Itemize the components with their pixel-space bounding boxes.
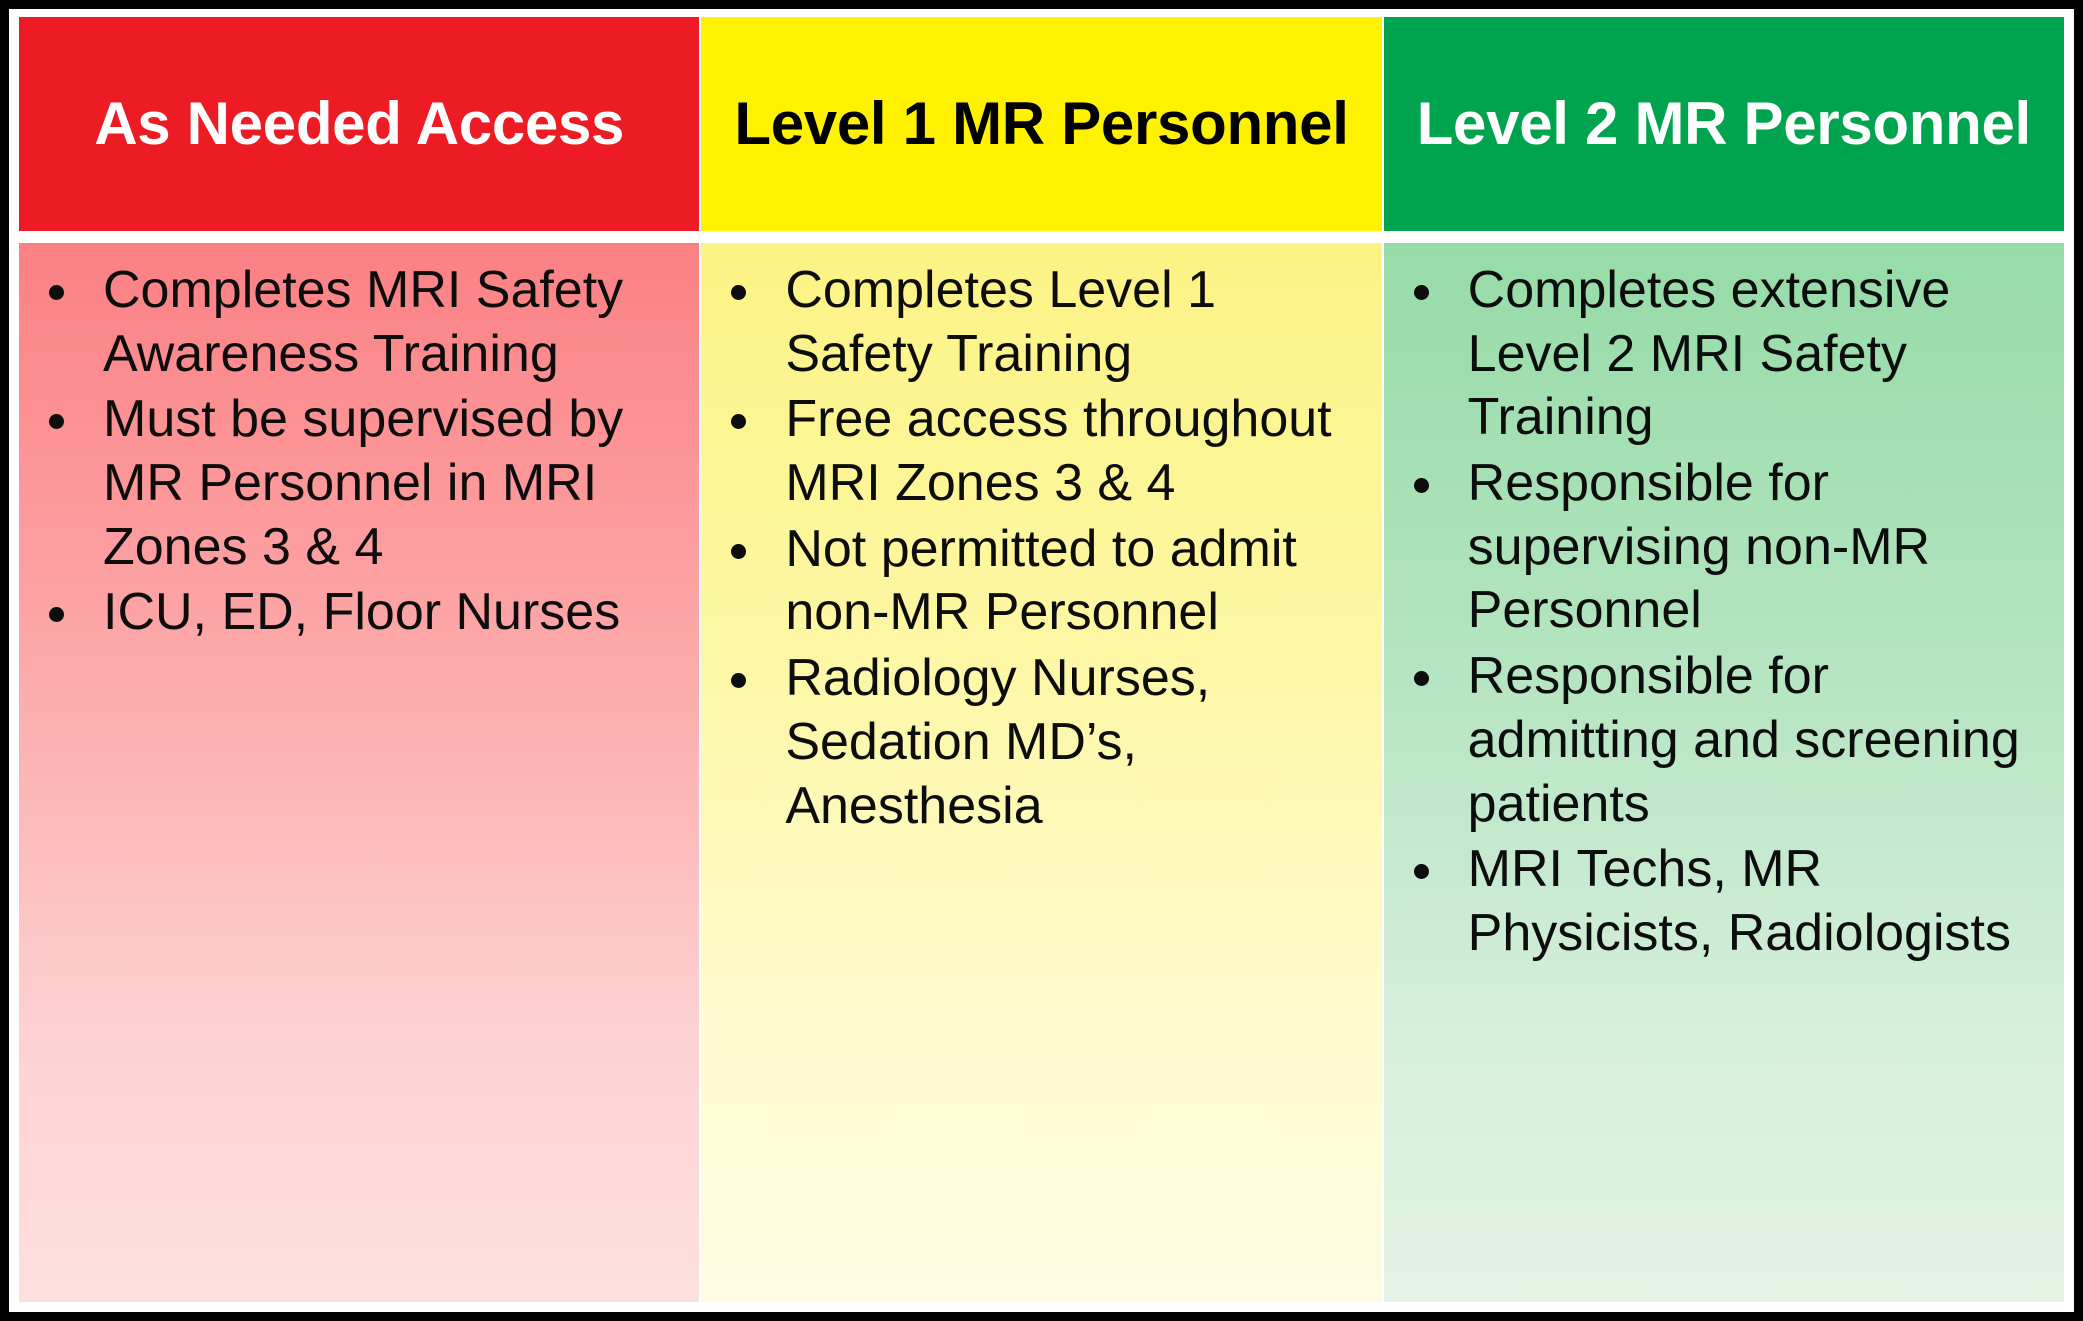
list-item-text: Responsible for admitting and screening … (1467, 647, 2020, 833)
column-body-as-needed-access: Completes MRI Safety Awareness Training … (19, 243, 700, 1302)
bullet-dot-icon (49, 414, 64, 430)
header-body-divider (19, 231, 2064, 243)
list-item-text: Completes MRI Safety Awareness Training (103, 261, 624, 383)
bullet-dot-icon (1413, 478, 1429, 494)
list-item-text: Free access throughout MRI Zones 3 & 4 (785, 390, 1332, 513)
list-item-text: MRI Techs, MR Physicists, Radiologists (1467, 840, 2011, 962)
list-item: Completes Level 1 Safety Training (709, 259, 1363, 386)
list-item: Completes MRI Safety Awareness Training (27, 259, 681, 386)
bullet-dot-icon (731, 543, 747, 559)
column-header-level-1-mr-personnel: Level 1 MR Personnel (701, 17, 1382, 231)
column-body-level-2-mr-personnel: Completes extensive Level 2 MRI Safety T… (1383, 243, 2064, 1302)
list-item: ICU, ED, Floor Nurses (27, 581, 681, 645)
bullet-dot-icon (49, 285, 64, 300)
column-body-level-1-mr-personnel: Completes Level 1 Safety Training Free a… (701, 243, 1382, 1302)
list-item: Responsible for supervising non-MR Perso… (1392, 452, 2046, 643)
bullet-dot-icon (1413, 671, 1429, 687)
bullet-list-level-1-mr-personnel: Completes Level 1 Safety Training Free a… (709, 259, 1363, 838)
bullet-dot-icon (1413, 285, 1429, 300)
list-item: Must be supervised by MR Personnel in MR… (27, 388, 681, 579)
bullet-list-level-2-mr-personnel: Completes extensive Level 2 MRI Safety T… (1392, 259, 2046, 966)
list-item-text: Not permitted to admit non-MR Personnel (785, 519, 1297, 642)
bullet-dot-icon (731, 285, 747, 300)
bullet-list-as-needed-access: Completes MRI Safety Awareness Training … (27, 259, 681, 645)
list-item-text: Must be supervised by MR Personnel in MR… (103, 390, 624, 576)
list-item-text: Completes extensive Level 2 MRI Safety T… (1467, 261, 1951, 447)
list-item: Free access throughout MRI Zones 3 & 4 (709, 388, 1363, 515)
table-body-row: Completes MRI Safety Awareness Training … (19, 243, 2064, 1302)
list-item-text: Completes Level 1 Safety Training (785, 261, 1217, 383)
bullet-dot-icon (1413, 864, 1429, 880)
column-header-level-2-mr-personnel: Level 2 MR Personnel (1383, 17, 2064, 231)
list-item-text: Radiology Nurses, Sedation MD’s, Anesthe… (785, 649, 1211, 835)
bullet-dot-icon (731, 414, 747, 430)
list-item: MRI Techs, MR Physicists, Radiologists (1392, 838, 2046, 965)
list-item-text: Responsible for supervising non-MR Perso… (1467, 454, 1931, 640)
column-header-as-needed-access: As Needed Access (19, 17, 700, 231)
list-item: Completes extensive Level 2 MRI Safety T… (1392, 259, 2046, 450)
bullet-dot-icon (731, 673, 747, 689)
list-item: Responsible for admitting and screening … (1392, 645, 2046, 836)
list-item-text: ICU, ED, Floor Nurses (103, 583, 621, 642)
bullet-dot-icon (49, 607, 64, 623)
comparison-table: As Needed Access Level 1 MR Personnel Le… (19, 17, 2064, 1302)
list-item: Radiology Nurses, Sedation MD’s, Anesthe… (709, 647, 1363, 838)
table-header-row: As Needed Access Level 1 MR Personnel Le… (19, 17, 2064, 231)
list-item: Not permitted to admit non-MR Personnel (709, 518, 1363, 645)
